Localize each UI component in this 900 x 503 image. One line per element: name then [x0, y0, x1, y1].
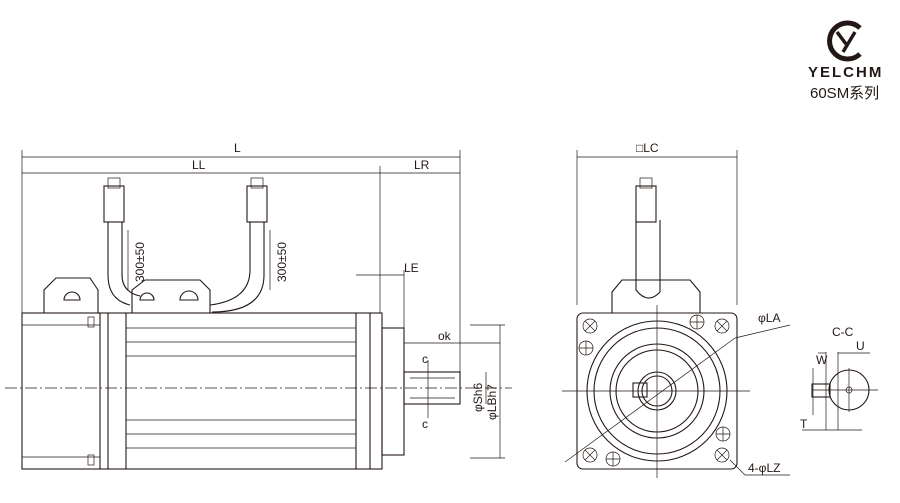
- dim-ok: ok: [438, 329, 452, 343]
- section-view: [802, 352, 878, 431]
- dim-T: T: [800, 417, 808, 431]
- dim-pilot-diameter: φLBh7: [485, 384, 499, 420]
- dim-LC: □LC: [636, 141, 659, 155]
- dim-LR: LR: [414, 158, 430, 172]
- side-view: [21, 177, 461, 470]
- front-view: [562, 150, 791, 478]
- dim-LZ: 4-φLZ: [748, 461, 780, 475]
- dim-W: W: [816, 353, 828, 367]
- brand-name: YELCHM: [808, 64, 884, 81]
- series-name: 60SM系列: [810, 85, 880, 102]
- section-mark-bottom: c: [422, 417, 428, 431]
- cable-length-label-2: 300±50: [275, 242, 289, 282]
- dim-L: L: [234, 141, 241, 155]
- cable-length-label-1: 300±50: [133, 242, 147, 282]
- dim-shaft-diameter: φSh6: [471, 383, 485, 412]
- dim-LL: LL: [192, 158, 206, 172]
- section-mark-top: c: [422, 352, 428, 366]
- dim-LE: LE: [404, 261, 419, 275]
- dimension-lines: [21, 150, 505, 459]
- section-title: C-C: [832, 325, 854, 339]
- dim-U: U: [856, 339, 865, 353]
- dim-LA: φLA: [758, 311, 780, 325]
